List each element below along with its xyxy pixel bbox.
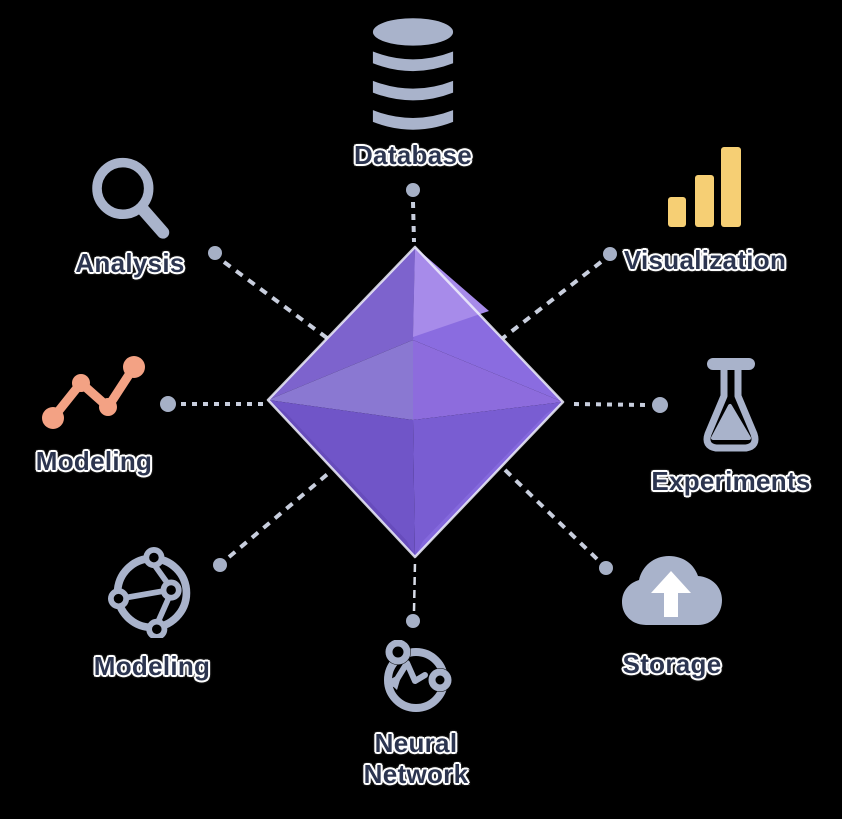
node-label: Modeling	[93, 651, 211, 681]
node-modeling-trend[interactable]: Modeling	[0, 355, 204, 477]
facet-bottom-left	[268, 400, 415, 557]
facet-bottom-right	[413, 402, 563, 557]
node-storage[interactable]: Storage	[562, 553, 782, 680]
node-label: Modeling	[35, 446, 153, 476]
node-database[interactable]: Database	[303, 16, 523, 171]
facet-mid-left	[268, 340, 413, 420]
connector-bottom-right	[501, 466, 599, 561]
facet-bevel-left	[268, 400, 415, 557]
facet-apex-highlight	[413, 247, 489, 337]
cloud-upload-icon	[622, 556, 722, 625]
octahedron-outline	[266, 245, 565, 559]
node-label: Visualization	[623, 245, 787, 275]
trend-line-icon	[41, 356, 145, 429]
node-visualization[interactable]: Visualization	[595, 147, 815, 276]
dot-top	[406, 183, 420, 197]
node-label: Experiments	[651, 466, 811, 496]
dot-bottom	[406, 614, 420, 628]
facet-mid-right	[413, 340, 563, 420]
node-neural-network[interactable]: Neural Network	[306, 640, 526, 790]
connector-bottom	[412, 561, 417, 612]
facet-top-left	[268, 247, 415, 400]
facet-top-right	[413, 247, 563, 402]
graph-network-icon	[108, 547, 191, 638]
flask-icon	[703, 358, 759, 452]
node-label: Storage	[622, 649, 722, 679]
neural-network-icon	[384, 640, 452, 712]
magnifier-icon	[91, 157, 169, 239]
connector-top	[411, 201, 416, 243]
connector-top-right	[501, 260, 603, 340]
node-modeling-network[interactable]: Modeling	[42, 545, 262, 682]
node-label: Analysis	[75, 248, 185, 278]
node-experiments[interactable]: Experiments	[621, 358, 841, 497]
node-analysis[interactable]: Analysis	[20, 154, 240, 279]
octahedron-core[interactable]	[266, 245, 565, 559]
bar-chart-icon	[668, 147, 741, 227]
node-label: Database	[353, 140, 473, 170]
facet-bevel-right	[415, 402, 563, 557]
database-icon	[372, 18, 454, 130]
node-label: Neural Network	[363, 728, 469, 789]
